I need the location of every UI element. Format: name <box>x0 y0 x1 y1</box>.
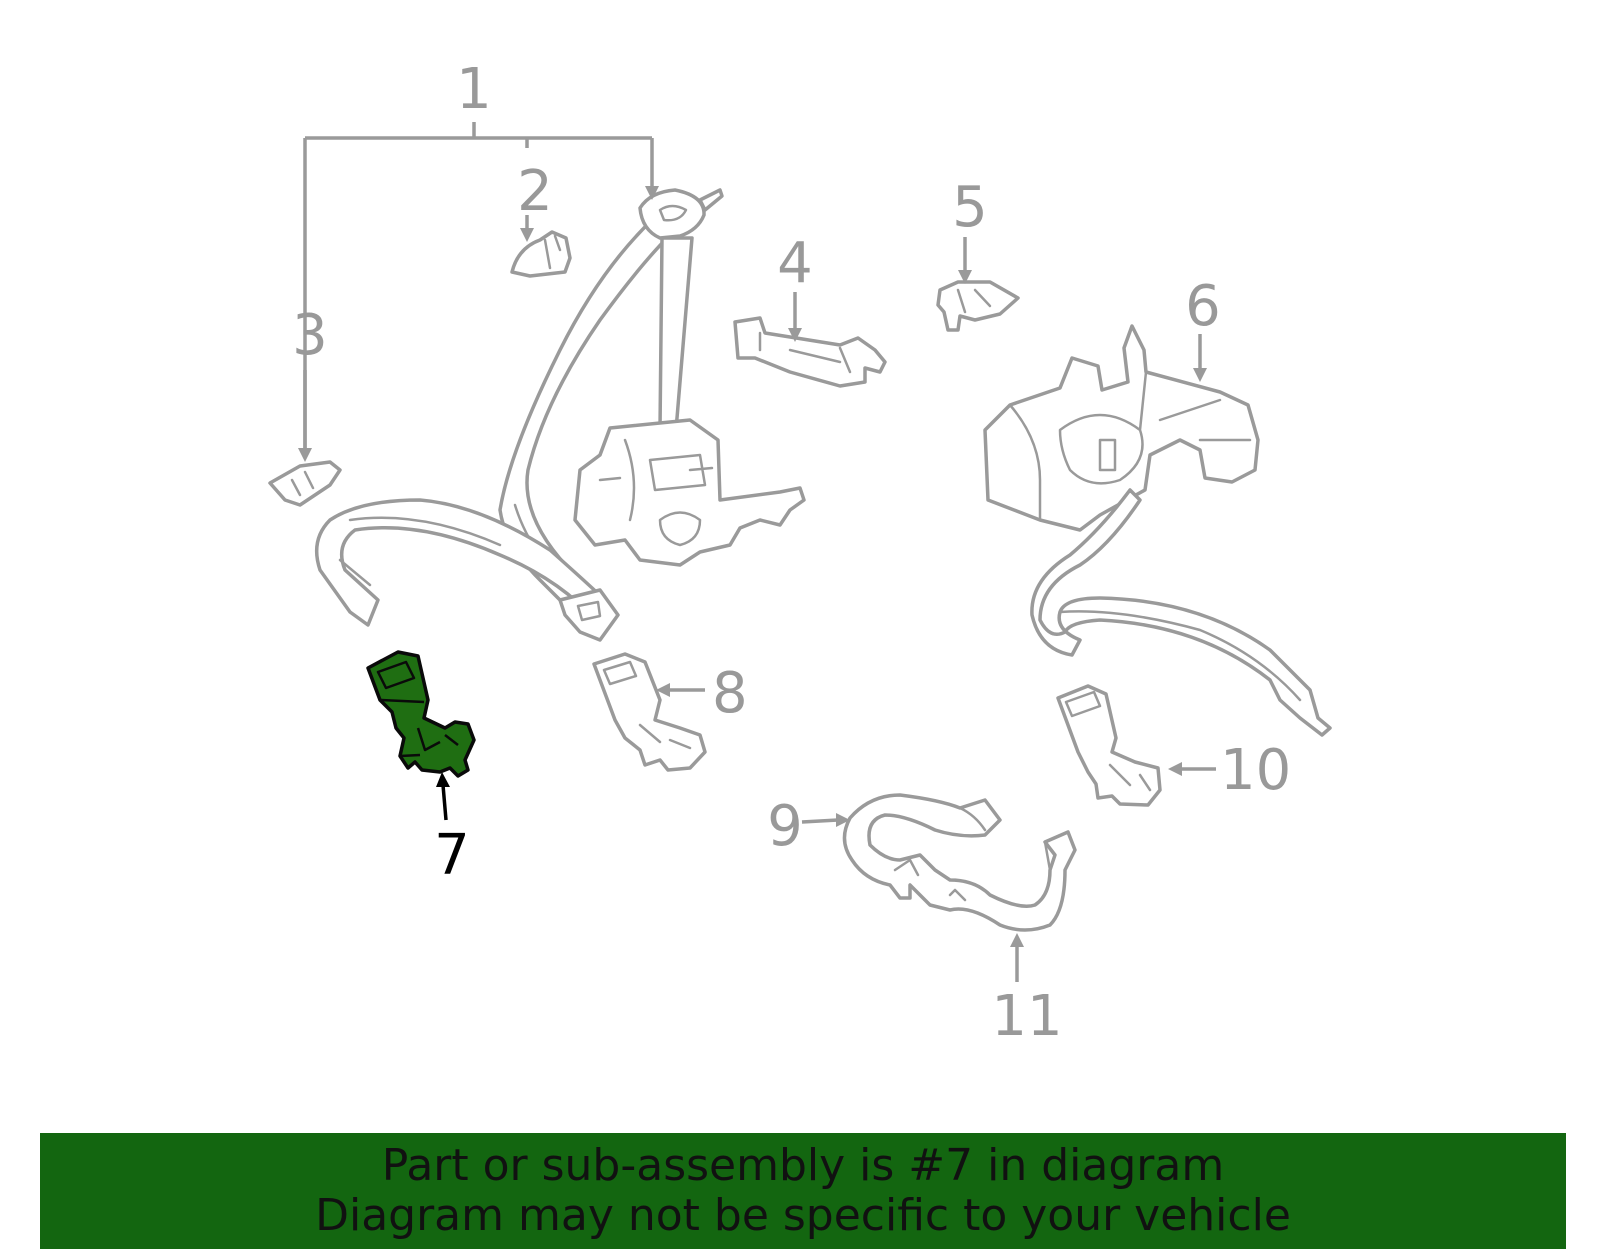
part-10-rear-buckle <box>1056 684 1162 807</box>
callout-7: 7 <box>434 823 470 888</box>
part-6-rear-seat-belt <box>983 324 1332 737</box>
callout-11: 11 <box>991 984 1062 1049</box>
callout-8: 8 <box>712 661 748 726</box>
part-9-11-center-belt <box>842 793 1077 932</box>
banner-line-2: Diagram may not be specific to your vehi… <box>315 1190 1291 1241</box>
part-2-anchor-cover <box>510 230 572 278</box>
info-banner: Part or sub-assembly is #7 in diagram Di… <box>40 1133 1566 1249</box>
callout-9: 9 <box>767 794 803 859</box>
part-7-buckle-highlighted <box>366 650 476 778</box>
part-4-bracket <box>733 316 887 388</box>
callout-5: 5 <box>952 175 988 240</box>
callout-3: 3 <box>292 303 328 368</box>
callout-labels: 1 2 3 4 5 6 7 8 9 10 11 <box>292 57 1291 1049</box>
callout-10: 10 <box>1220 738 1291 803</box>
callout-4: 4 <box>777 231 813 296</box>
callout-6: 6 <box>1185 274 1221 339</box>
banner-line-1: Part or sub-assembly is #7 in diagram <box>381 1140 1225 1191</box>
part-8-front-buckle <box>592 652 707 772</box>
callout-2: 2 <box>517 159 553 224</box>
part-5-clip <box>936 280 1020 332</box>
part-3-trim-cover <box>268 460 342 507</box>
callout-1: 1 <box>456 57 492 122</box>
leader-lines <box>298 122 1216 982</box>
part-1-seat-belt-assembly <box>314 188 806 642</box>
